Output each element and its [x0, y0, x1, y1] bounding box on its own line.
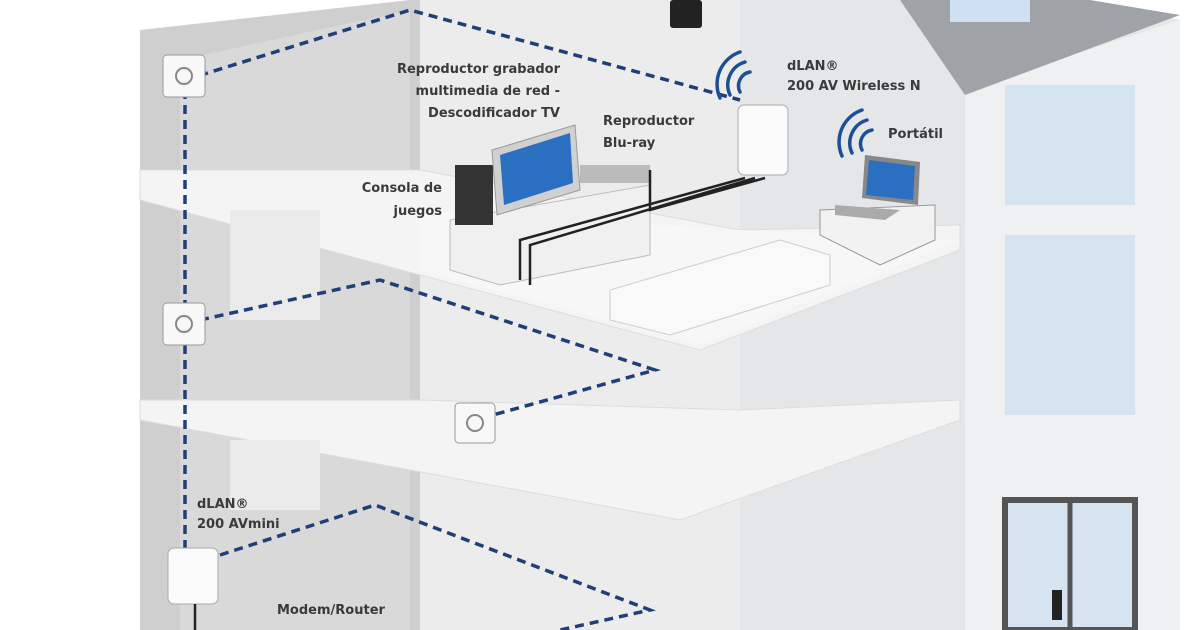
- powerline-link: [184, 8, 741, 102]
- label-bluray: Reproductor: [603, 114, 695, 129]
- wall-socket-icon: [162, 302, 206, 346]
- label-dlan-wireless: dLAN®: [787, 59, 839, 74]
- label-modem-router: Modem/Router: [277, 603, 386, 618]
- window: [1005, 235, 1135, 415]
- label-console: Consola de: [362, 181, 442, 196]
- wifi-icon: [837, 108, 874, 158]
- label-bluray: Blu-ray: [603, 136, 656, 151]
- label-dlan-avmini: dLAN®: [197, 497, 249, 512]
- tv-icon: [491, 124, 581, 216]
- game-console-icon: [455, 165, 493, 225]
- roof: [900, 0, 1180, 95]
- window: [1005, 85, 1135, 205]
- label-media-player: multimedia de red -: [416, 84, 560, 99]
- roof-window: [950, 0, 1030, 22]
- label-laptop: Portátil: [888, 127, 943, 142]
- av-cable: [518, 170, 766, 285]
- sofa-icon: [609, 239, 831, 336]
- tv-cabinet: [449, 184, 651, 286]
- powerline-link: [199, 278, 662, 422]
- label-media-player: Reproductor grabador: [397, 62, 561, 77]
- wall-socket-icon: [454, 402, 496, 444]
- floor-slab-middle: [139, 399, 961, 521]
- wall-socket-icon: [162, 54, 206, 98]
- dlan-wireless-adapter: [737, 104, 789, 176]
- door-handle: [1052, 590, 1062, 620]
- label-dlan-avmini: 200 AVmini: [197, 517, 280, 532]
- laptop-icon: [835, 155, 920, 220]
- wifi-icon: [715, 50, 752, 100]
- powerline-link: [219, 503, 657, 630]
- tablet-icon: [670, 0, 702, 28]
- dlan-avmini-adapter: [167, 547, 219, 605]
- bluray-player-icon: [580, 165, 650, 183]
- left-window: [230, 440, 320, 510]
- label-console: juegos: [392, 204, 442, 219]
- desk: [819, 204, 936, 266]
- label-dlan-wireless: 200 AV Wireless N: [787, 79, 921, 94]
- label-media-player: Descodificador TV: [428, 106, 560, 121]
